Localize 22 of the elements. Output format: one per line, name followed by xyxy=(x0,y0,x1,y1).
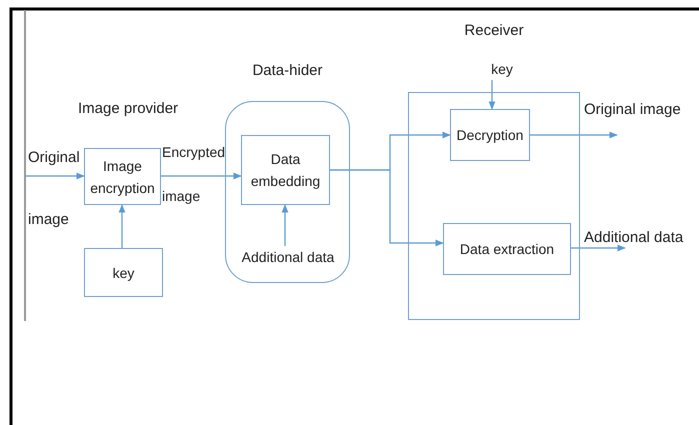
process-box: Image encryption xyxy=(84,148,161,205)
arrow xyxy=(161,172,242,180)
process-box: Data extraction xyxy=(443,223,571,275)
arrow xyxy=(488,80,496,110)
edge-label: Original image xyxy=(584,100,681,120)
process-box: key xyxy=(84,248,163,297)
arrow xyxy=(26,172,85,180)
arrow xyxy=(282,204,288,246)
input-label: key xyxy=(482,58,522,80)
process-box: Decryption xyxy=(450,109,530,161)
arrow xyxy=(330,169,444,246)
group-heading: Data-hider xyxy=(251,61,324,81)
group-heading: Receiver xyxy=(463,21,525,41)
arrow xyxy=(118,204,126,248)
input-label: Additional data xyxy=(240,246,336,268)
edge-label: Original image xyxy=(28,148,81,230)
role-heading: Image provider xyxy=(78,99,178,119)
edge-label: Additional data xyxy=(584,228,684,248)
arrow xyxy=(530,132,618,138)
arrow xyxy=(571,244,626,252)
process-box: Data embedding xyxy=(241,135,330,205)
edge-label: Encrypted image xyxy=(162,143,226,206)
